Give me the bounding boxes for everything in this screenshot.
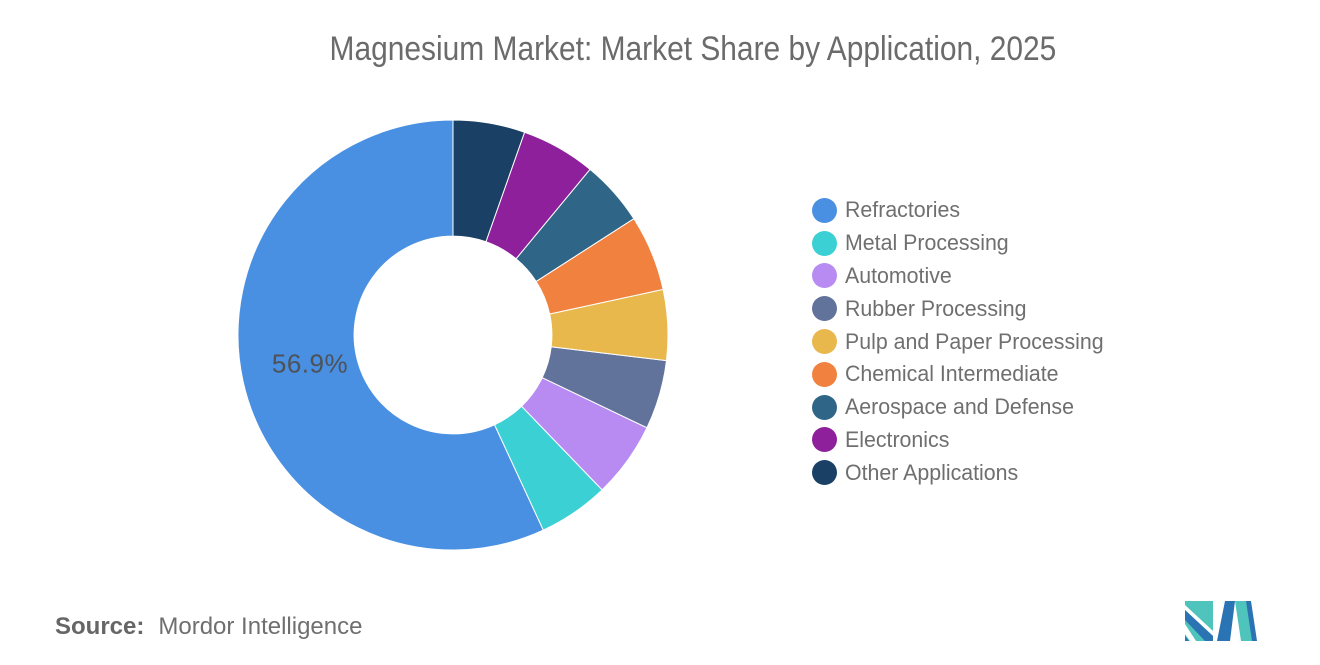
legend-marker-aerospace-and-defense [812,394,837,420]
legend-label-rubber-processing: Rubber Processing [845,295,1027,321]
legend-label-other-applications: Other Applications [845,459,1019,485]
legend-marker-electronics [812,427,837,453]
legend-label-refractories: Refractories [845,197,961,223]
legend-marker-metal-processing [812,230,837,256]
legend-item-other-applications: Other Applications [812,456,1112,489]
pie-slice-refractories [237,119,544,551]
pie-slice-other-applications [452,119,526,243]
legend-marker-rubber-processing [812,296,837,322]
legend-item-chemical-intermediate: Chemical Intermediate [812,358,1112,391]
legend-label-automotive: Automotive [845,262,952,288]
legend-label-metal-processing: Metal Processing [845,230,1009,256]
legend-label-pulp-and-paper-processing: Pulp and Paper Processing [845,328,1104,354]
legend-item-rubber-processing: Rubber Processing [812,292,1112,325]
source-label: Source: [55,613,145,640]
source-value: Mordor Intelligence [158,613,363,640]
legend-label-electronics: Electronics [845,426,950,452]
legend-item-pulp-and-paper-processing: Pulp and Paper Processing [812,325,1112,358]
chart-title-container: Magnesium Market: Market Share by Applic… [33,30,1320,69]
chart-title: Magnesium Market: Market Share by Applic… [329,30,1057,68]
donut-data-label: 56.9% [271,348,349,379]
legend-item-electronics: Electronics [812,424,1112,457]
legend-marker-automotive [812,263,837,289]
mordor-intelligence-logo [1185,601,1257,641]
legend-marker-refractories [812,197,837,223]
source-line: Source: Mordor Intelligence [55,613,362,641]
legend-label-aerospace-and-defense: Aerospace and Defense [845,394,1074,420]
donut-chart [237,119,669,551]
legend-label-chemical-intermediate: Chemical Intermediate [845,361,1059,387]
legend-item-refractories: Refractories [812,194,1112,227]
legend-marker-pulp-and-paper-processing [812,329,837,355]
legend-marker-chemical-intermediate [812,361,837,387]
legend-item-metal-processing: Metal Processing [812,227,1112,260]
legend-item-aerospace-and-defense: Aerospace and Defense [812,391,1112,424]
legend-item-automotive: Automotive [812,260,1112,293]
legend-marker-other-applications [812,460,837,486]
